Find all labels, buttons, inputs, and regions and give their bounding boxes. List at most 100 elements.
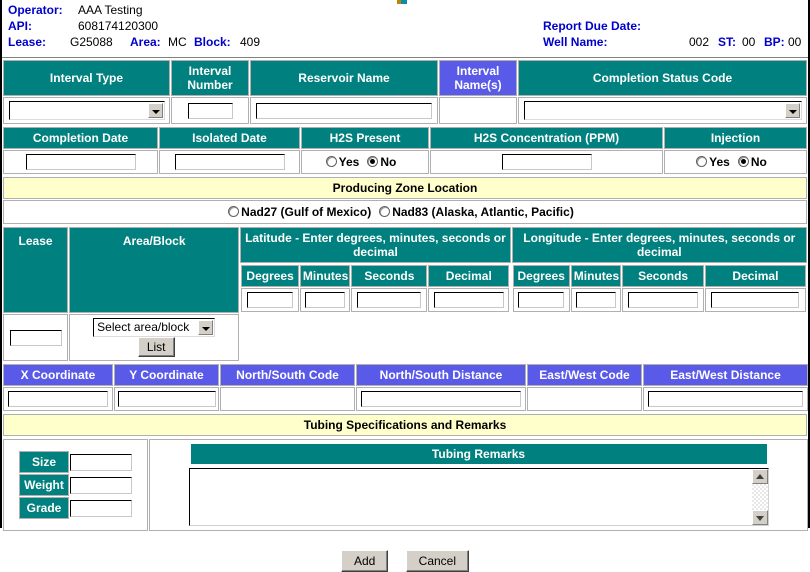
area-value: MC (168, 35, 187, 49)
zone-datum-row: Nad27 (Gulf of Mexico)Nad83 (Alaska, Atl… (3, 200, 807, 224)
reservoir-name-input[interactable] (256, 102, 432, 119)
col-interval-type: Interval Type (3, 60, 170, 96)
tubing-weight-cell (70, 474, 132, 496)
latitude-degrees-input[interactable] (247, 292, 294, 308)
cancel-button[interactable]: Cancel (405, 550, 470, 572)
tubing-specs-grid: Size Weight Grade (18, 450, 133, 520)
north-south-distance-input[interactable] (361, 391, 521, 407)
block-label: Block: (194, 35, 231, 49)
col-lon-decimal: Decimal (705, 265, 806, 287)
add-button[interactable]: Add (340, 550, 389, 572)
longitude-minutes-input[interactable] (575, 292, 616, 308)
tubing-remarks-textarea[interactable] (188, 468, 769, 526)
location-table: Lease Area/Block Latitude - Enter degree… (2, 226, 808, 362)
location-header-row: Lease Area/Block Latitude - Enter degree… (3, 227, 807, 313)
lease-label: Lease: (8, 35, 47, 49)
remarks-scrollbar[interactable] (750, 469, 768, 525)
h2s-present-no-radio[interactable] (367, 156, 379, 167)
interval-header-row: Interval Type Interval Number Reservoir … (3, 60, 807, 96)
cell-north-south-distance (356, 387, 526, 411)
sidetrack-label: ST: (718, 35, 736, 49)
tubing-table: Size Weight Grade Tubing Remarks (2, 438, 809, 532)
x-coordinate-input[interactable] (8, 391, 108, 407)
dates-header-row: Completion Date Isolated Date H2S Presen… (3, 127, 807, 149)
longitude-subheader-cell: Degrees Minutes Seconds Decimal (512, 264, 807, 313)
area-block-selected-value: Select area/block (97, 320, 190, 334)
col-lon-minutes: Minutes (570, 265, 621, 287)
operator-value: AAA Testing (78, 3, 143, 17)
col-h2s-present: H2S Present (301, 127, 429, 149)
scroll-down-icon[interactable] (751, 510, 768, 525)
chevron-down-icon (147, 103, 163, 118)
cell-lon-degrees (512, 288, 570, 312)
tubing-section-title: Tubing Specifications and Remarks (3, 414, 807, 436)
longitude-degrees-input[interactable] (518, 292, 565, 308)
block-value: 409 (240, 35, 261, 49)
tubing-size-input[interactable] (70, 453, 132, 471)
cell-east-west-code (527, 387, 642, 411)
bypass-label: BP: (764, 35, 785, 49)
latitude-spacer (240, 314, 510, 361)
col-lat-minutes: Minutes (299, 265, 351, 287)
col-east-west-code: East/West Code (527, 364, 642, 386)
interval-number-input[interactable] (187, 102, 233, 119)
cell-completion-date (3, 150, 158, 174)
area-block-select[interactable]: Select area/block (93, 318, 216, 337)
h2s-present-yes-radio[interactable] (325, 156, 337, 167)
col-lease: Lease (3, 227, 69, 313)
injection-no-radio[interactable] (737, 156, 749, 167)
tubing-banner-table: Tubing Specifications and Remarks (2, 413, 808, 437)
scrollbar-track[interactable] (751, 484, 768, 510)
nad83-radio[interactable] (379, 206, 391, 217)
bypass-value: 00 (788, 35, 802, 49)
interval-table: Interval Type Interval Number Reservoir … (2, 59, 808, 125)
sidetrack-value: 00 (742, 35, 756, 49)
col-east-west-distance: East/West Distance (643, 364, 808, 386)
api-value: 608174120300 (78, 19, 159, 33)
tubing-weight-input[interactable] (70, 476, 132, 494)
col-north-south-distance: North/South Distance (356, 364, 526, 386)
scroll-up-icon[interactable] (751, 469, 768, 484)
tubing-weight-label: Weight (19, 474, 69, 496)
east-west-distance-input[interactable] (648, 391, 803, 407)
col-completion-date: Completion Date (3, 127, 158, 149)
tubing-size-cell (70, 451, 132, 473)
h2s-concentration-input[interactable] (501, 154, 592, 170)
location-value-row: Select area/block List (3, 314, 807, 361)
nad27-radio[interactable] (228, 206, 240, 217)
longitude-seconds-input[interactable] (628, 292, 699, 308)
cell-reservoir-name (250, 97, 438, 124)
col-area-block: Area/Block (69, 227, 240, 313)
latitude-minutes-input[interactable] (305, 292, 346, 308)
tubing-grade-cell (70, 497, 132, 519)
isolated-date-input[interactable] (174, 154, 285, 170)
area-block-list-button[interactable]: List (137, 337, 175, 357)
y-coordinate-input[interactable] (117, 391, 216, 407)
latitude-seconds-input[interactable] (357, 292, 422, 308)
tubing-grade-label: Grade (19, 497, 69, 519)
cell-h2s-concentration (430, 150, 663, 174)
col-reservoir-name: Reservoir Name (250, 60, 438, 96)
col-latitude: Latitude - Enter degrees, minutes, secon… (240, 227, 511, 263)
location-subheader-row: Degrees Minutes Seconds Decimal (3, 264, 807, 313)
col-h2s-concentration: H2S Concentration (PPM) (430, 127, 663, 149)
tubing-grade-input[interactable] (70, 499, 132, 517)
completion-status-code-select[interactable] (523, 101, 802, 120)
chevron-down-icon (784, 103, 800, 118)
nad83-label: Nad83 (Alaska, Atlantic, Pacific) (392, 205, 574, 219)
interval-type-select[interactable] (8, 101, 165, 120)
longitude-decimal-input[interactable] (711, 292, 800, 308)
producing-zone-location-title: Producing Zone Location (3, 177, 807, 199)
lease-input[interactable] (9, 329, 62, 346)
cell-interval-number (171, 97, 249, 124)
cell-isolated-date (159, 150, 300, 174)
injection-yes-radio[interactable] (696, 156, 708, 167)
completion-date-input[interactable] (25, 154, 136, 170)
latitude-decimal-input[interactable] (433, 292, 504, 308)
col-interval-names: Interval Name(s) (439, 60, 517, 96)
cell-lat-degrees (241, 288, 299, 312)
